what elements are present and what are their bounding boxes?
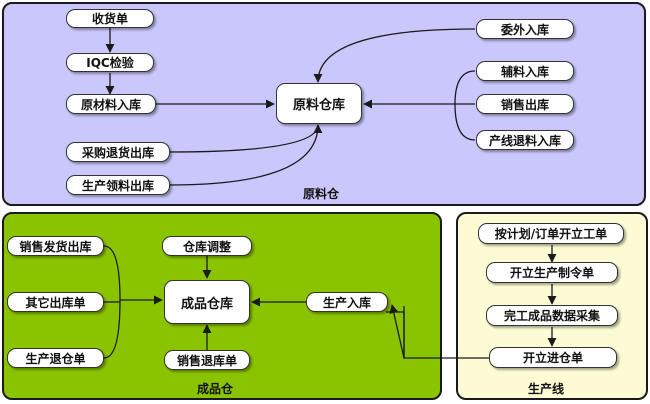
create-work-order-box: 按计划/订单开立工单 xyxy=(478,223,624,244)
create-warehouse-entry-box: 开立进仓单 xyxy=(489,347,617,368)
raw-material-inbound-box: 原材料入库 xyxy=(66,94,156,114)
iqc-inspection-box: IQC检验 xyxy=(66,53,154,72)
production-line-label: 生产线 xyxy=(528,382,565,396)
production-inbound-box: 生产入库 xyxy=(306,292,388,312)
purchase-return-outbound-box: 采购退货出库 xyxy=(66,142,170,162)
production-issue-outbound-box: 生产领料出库 xyxy=(66,175,170,195)
raw-material-warehouse-label: 原料仓 xyxy=(303,187,340,201)
finished-goods-warehouse-hub: 成品仓库 xyxy=(164,280,250,324)
sales-outbound-box: 销售出库 xyxy=(476,94,574,114)
auxiliary-inbound-box: 辅料入库 xyxy=(476,61,574,81)
warehouse-adjustment-box: 仓库调整 xyxy=(162,236,252,256)
other-outbound-box: 其它出库单 xyxy=(7,292,104,312)
sales-return-box: 销售退库单 xyxy=(164,350,250,370)
line-return-inbound-box: 产线退料入库 xyxy=(476,130,574,150)
receiving-note-box: 收货单 xyxy=(66,9,154,28)
completion-data-collection-box: 完工成品数据采集 xyxy=(486,305,618,326)
finished-goods-warehouse-label: 成品仓 xyxy=(197,382,234,396)
sales-shipment-outbound-box: 销售发货出库 xyxy=(7,236,104,256)
raw-material-warehouse-hub: 原料仓库 xyxy=(276,83,362,124)
outsourcing-inbound-box: 委外入库 xyxy=(476,19,574,39)
create-production-order-box: 开立生产制令单 xyxy=(486,262,618,283)
production-return-box: 生产退仓单 xyxy=(7,348,104,368)
